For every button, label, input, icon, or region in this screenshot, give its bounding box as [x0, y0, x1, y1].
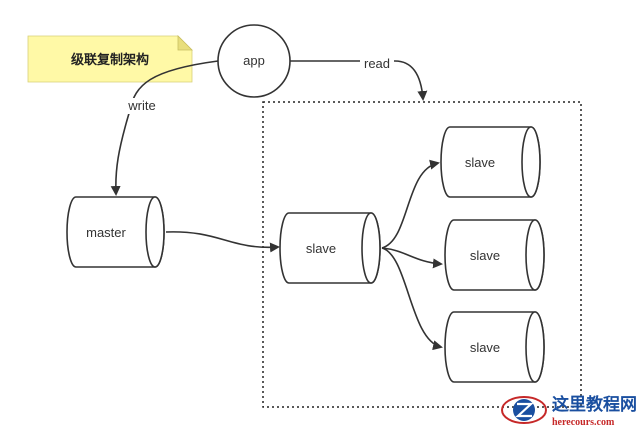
read-label: read: [364, 56, 390, 71]
watermark-title: 这里教程网: [552, 394, 637, 415]
master-node[interactable]: master: [66, 196, 165, 268]
slave-group-container: [262, 101, 582, 408]
slave-bottom-label: slave: [470, 340, 500, 355]
slave-middle-label: slave: [306, 241, 336, 256]
slave-top-label: slave: [465, 155, 495, 170]
slave-middle-node[interactable]: slave: [279, 212, 381, 284]
note-title: 级联复制架构: [71, 52, 149, 68]
write-label: write: [127, 98, 155, 113]
slave-to-slave-bottom-edge: [381, 247, 443, 351]
master-to-slave-edge: [165, 231, 280, 253]
write-edge: write: [110, 60, 219, 196]
app-label: app: [243, 53, 265, 68]
master-label: master: [86, 225, 126, 240]
read-edge: read: [290, 55, 428, 101]
note-card: 级联复制架构: [27, 35, 193, 83]
slave-mid-right-node[interactable]: slave: [444, 219, 545, 291]
slave-bottom-node[interactable]: slave: [444, 311, 545, 383]
slave-top-node[interactable]: slave: [440, 126, 541, 198]
watermark-url: herecours.com: [552, 417, 615, 428]
slave-to-slave-top-edge: [381, 159, 440, 249]
watermark: 这里教程网 herecours.com: [501, 394, 637, 428]
app-node[interactable]: app: [217, 24, 291, 98]
watermark-logo-icon: [501, 396, 547, 424]
slave-mid-right-label: slave: [470, 248, 500, 263]
slave-to-slave-mid-edge: [381, 247, 443, 269]
